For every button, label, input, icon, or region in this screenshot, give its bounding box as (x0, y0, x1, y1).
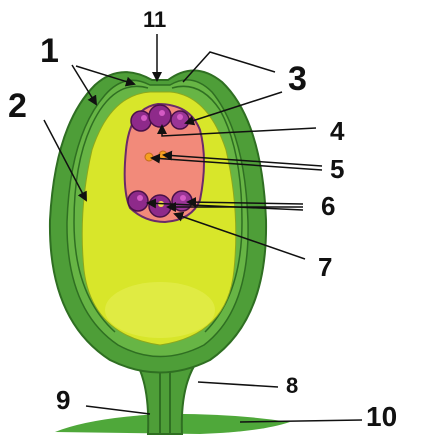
leader-8 (198, 382, 278, 387)
label-2: 2 (8, 87, 27, 125)
label-7: 7 (318, 252, 332, 282)
label-4: 4 (330, 116, 345, 146)
label-6: 6 (321, 191, 335, 221)
label-11: 11 (143, 7, 166, 32)
label-10: 10 (366, 401, 397, 432)
label-9: 9 (56, 385, 70, 415)
label-8: 8 (286, 373, 298, 398)
label-5: 5 (330, 154, 344, 184)
leader-9 (86, 406, 150, 414)
label-3: 3 (288, 60, 307, 98)
label-1: 1 (40, 32, 59, 70)
nucellus-highlight (105, 282, 215, 338)
